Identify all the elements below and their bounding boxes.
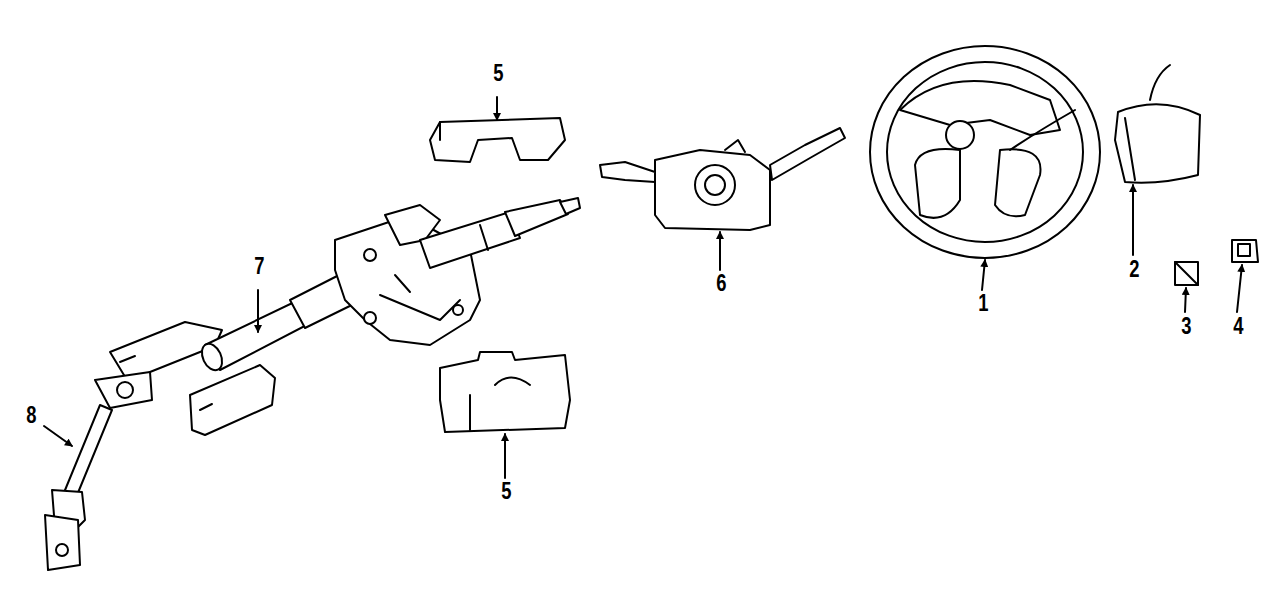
callout-number: 7 bbox=[254, 255, 264, 278]
callout-number: 8 bbox=[26, 404, 36, 427]
callout-number: 5 bbox=[493, 62, 503, 85]
callout-number: 4 bbox=[1233, 315, 1243, 338]
callout-number: 2 bbox=[1129, 258, 1139, 281]
callout-number: 5 bbox=[501, 480, 511, 503]
callout-number: 6 bbox=[716, 272, 726, 295]
callout-number: 1 bbox=[978, 292, 988, 315]
callout-number: 3 bbox=[1181, 315, 1191, 338]
